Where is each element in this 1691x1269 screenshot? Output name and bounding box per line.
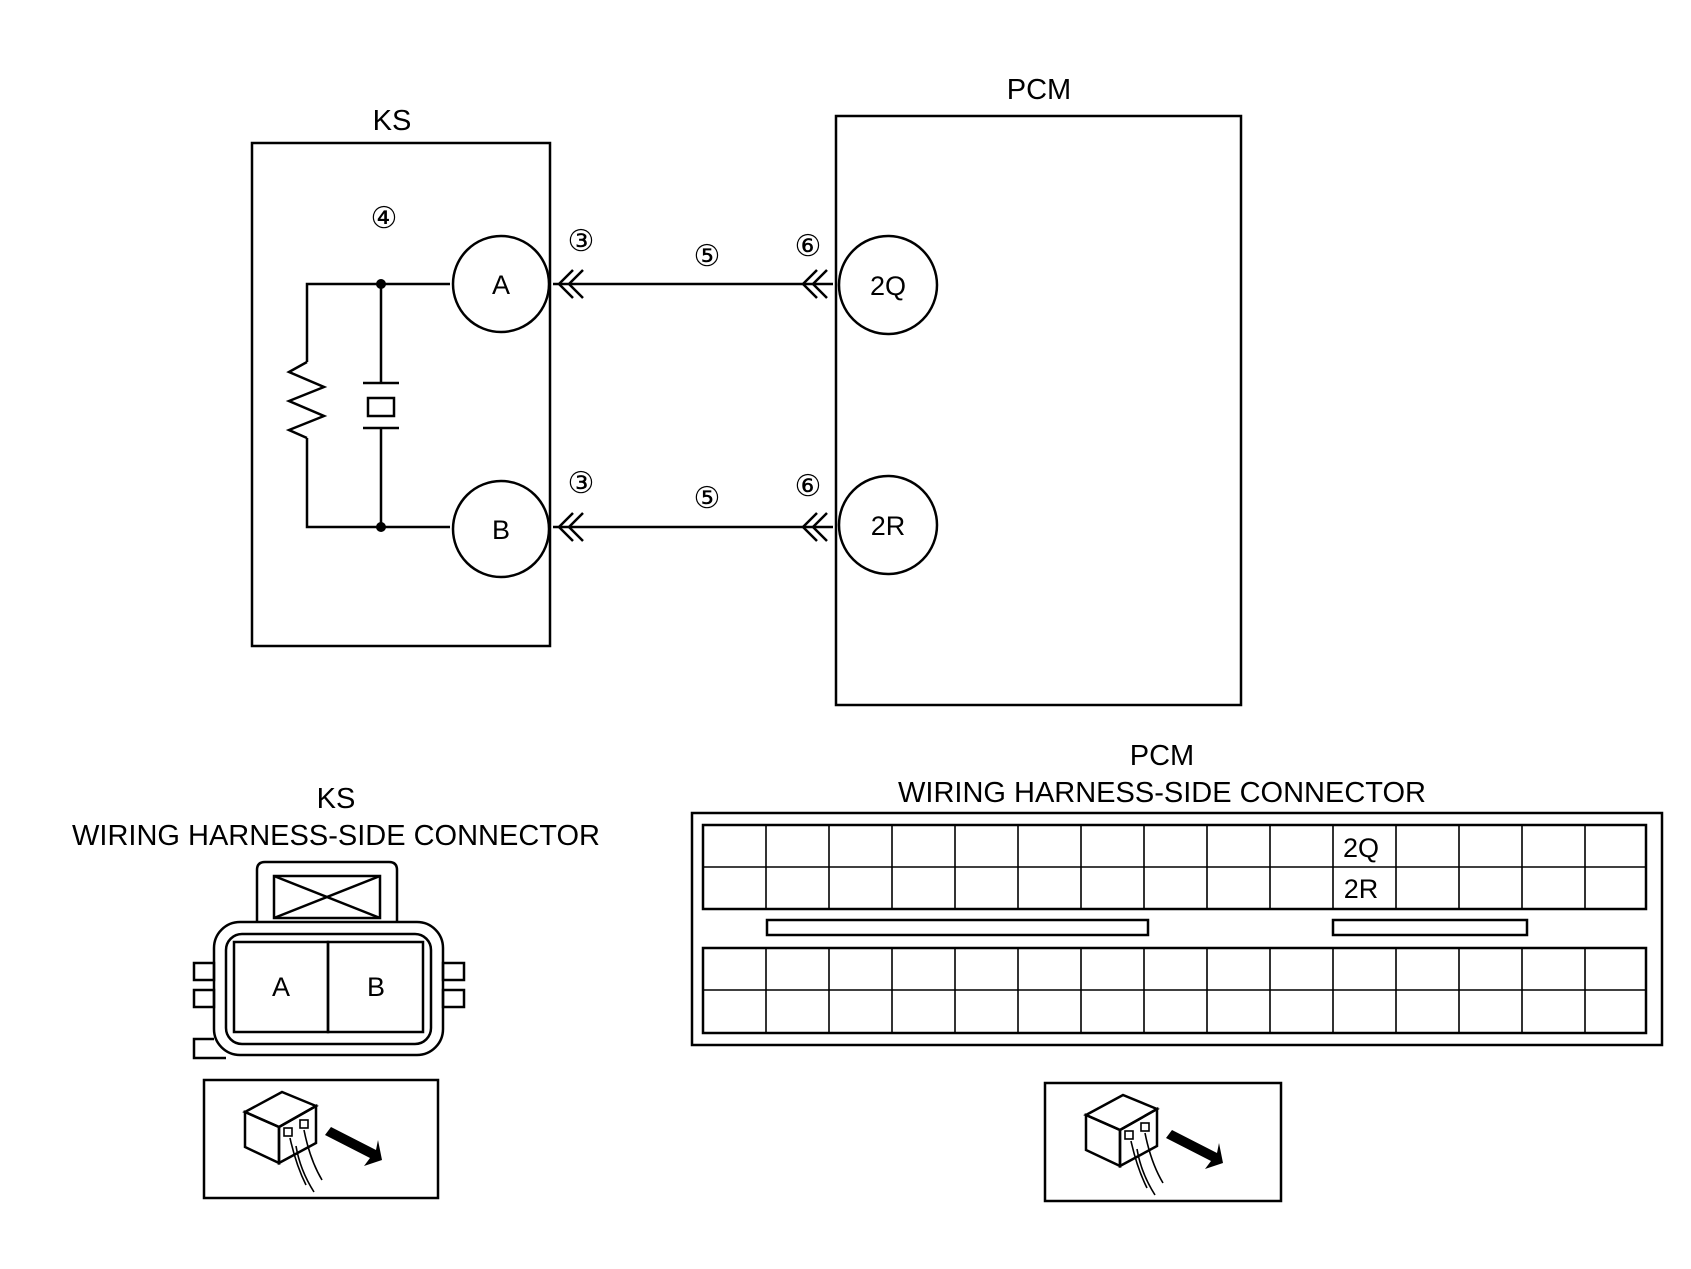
pcm-label: PCM	[1007, 74, 1071, 106]
pcm-key-bar-left	[765, 918, 1150, 937]
wire-b-marker: ⑤	[694, 482, 721, 515]
pcm-block: PCM 2Q 2R ⑥ ⑥	[795, 74, 1243, 707]
pcm-terminal-2q-label: 2Q	[1343, 833, 1379, 863]
ks-terminal-a-label: A	[272, 972, 290, 1002]
pcm-connector-r-marker: ⑥	[795, 470, 822, 503]
ks-label: KS	[373, 105, 412, 137]
ks-sensor-block: KS ④ A B ③ ③	[250, 105, 595, 648]
pcm-upper-cell-grid	[765, 825, 1586, 909]
ks-housing	[250, 141, 552, 648]
ks-internal-circuit	[285, 279, 450, 532]
ks-connector-b-marker: ③	[568, 467, 595, 500]
pcm-terminal-2r-label: 2R	[1344, 874, 1379, 904]
pcm-connector-body	[690, 811, 1664, 1047]
wire-a-marker: ⑤	[694, 240, 721, 273]
ks-connector-title-line2: WIRING HARNESS-SIDE CONNECTOR	[72, 820, 600, 852]
harness-side-view-icon	[1043, 1081, 1283, 1203]
ks-terminal-b	[326, 940, 425, 1034]
pcm-connector-view: PCM WIRING HARNESS-SIDE CONNECTOR 2Q 2R	[690, 740, 1664, 1203]
ks-connector-body	[212, 920, 445, 1057]
wire-a: ⑤	[553, 240, 833, 299]
ks-connector-a-marker: ③	[568, 225, 595, 258]
pcm-connector-title-line2: WIRING HARNESS-SIDE CONNECTOR	[898, 777, 1426, 809]
ks-connector-title-line1: KS	[317, 783, 356, 815]
ks-connector-view: KS WIRING HARNESS-SIDE CONNECTOR A B	[72, 783, 600, 1200]
pcm-pin-2r-label: 2R	[871, 511, 906, 541]
ks-pin-a	[451, 234, 551, 334]
pcm-pin-2q	[837, 234, 939, 336]
ks-terminal-b-label: B	[367, 972, 385, 1002]
ks-component-marker: ④	[371, 202, 398, 235]
harness-side-view-icon	[202, 1078, 440, 1200]
ks-pin-b-label: B	[492, 515, 510, 545]
pcm-pin-2q-label: 2Q	[870, 271, 906, 301]
pcm-lower-cell-grid	[765, 948, 1586, 1033]
wire-b: ⑤	[553, 482, 833, 542]
pcm-pin-2r	[837, 474, 939, 576]
pcm-connector-title-line1: PCM	[1130, 740, 1194, 772]
pcm-connector-q-marker: ⑥	[795, 230, 822, 263]
pcm-housing	[834, 114, 1243, 707]
junction-dot	[376, 522, 386, 532]
ks-pin-b	[451, 479, 551, 579]
pcm-key-bar-right	[1331, 918, 1529, 937]
ks-pin-a-label: A	[492, 270, 510, 300]
ks-connector-latch	[255, 860, 399, 922]
junction-dot	[376, 279, 386, 289]
